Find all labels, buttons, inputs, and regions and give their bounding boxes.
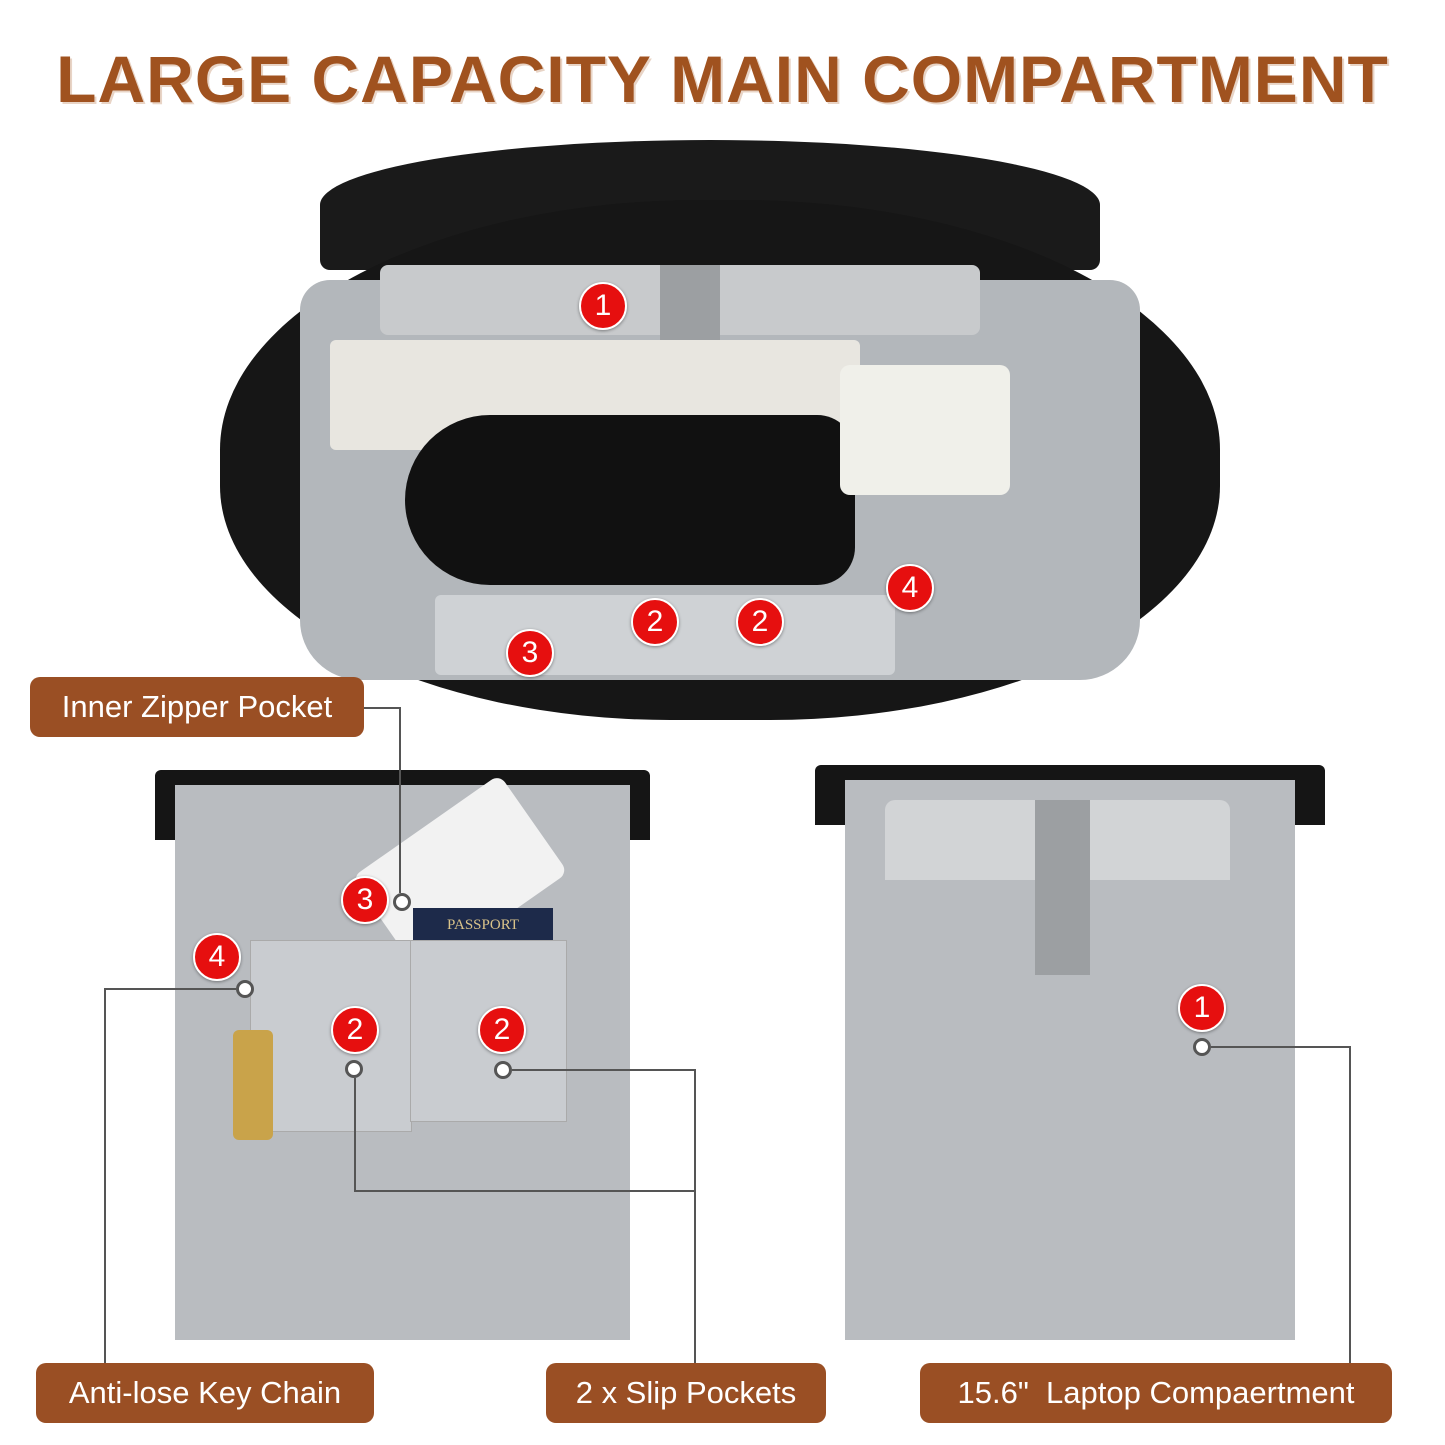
pointer-dot <box>393 893 411 911</box>
pointer-dot <box>236 980 254 998</box>
label-anti-lose-key-chain: Anti-lose Key Chain <box>36 1363 374 1423</box>
pointer-dot <box>494 1061 512 1079</box>
connector-line <box>354 1078 356 1192</box>
connector-line <box>694 1069 696 1364</box>
connector-line <box>104 988 106 1364</box>
badge-slip-pocket: 2 <box>331 1006 379 1054</box>
connector-line <box>399 707 401 893</box>
badge-key-chain: 4 <box>886 564 934 612</box>
label-inner-zipper-pocket: Inner Zipper Pocket <box>30 677 364 737</box>
connector-line <box>1349 1046 1351 1364</box>
badge-zipper-pocket: 3 <box>506 629 554 677</box>
connector-line <box>363 707 401 709</box>
laptop-compartment-panel <box>815 765 1325 1340</box>
badge-slip-pocket: 2 <box>478 1006 526 1054</box>
badge-zipper-pocket: 3 <box>341 876 389 924</box>
pointer-dot <box>345 1060 363 1078</box>
page-title: LARGE CAPACITY MAIN COMPARTMENT <box>56 42 1389 116</box>
connector-line <box>354 1190 696 1192</box>
badge-key-chain: 4 <box>193 933 241 981</box>
badge-slip-pocket: 2 <box>736 598 784 646</box>
connector-line <box>104 988 236 990</box>
connector-line <box>512 1069 696 1071</box>
open-bag-photo <box>220 140 1220 720</box>
laptop-strap <box>1035 800 1090 975</box>
badge-laptop: 1 <box>1178 984 1226 1032</box>
label-laptop-compartment: 15.6" Laptop Compaertment <box>920 1363 1392 1423</box>
passport-text: PASSPORT <box>447 917 519 933</box>
keys <box>233 1030 273 1140</box>
front-organizer-panel: PASSPORT <box>155 770 650 1340</box>
label-slip-pockets: 2 x Slip Pockets <box>546 1363 826 1423</box>
badge-slip-pocket: 2 <box>631 598 679 646</box>
headphones <box>405 415 855 585</box>
pointer-dot <box>1193 1038 1211 1056</box>
badge-laptop: 1 <box>579 282 627 330</box>
tissue-pack <box>840 365 1010 495</box>
connector-line <box>1211 1046 1351 1048</box>
